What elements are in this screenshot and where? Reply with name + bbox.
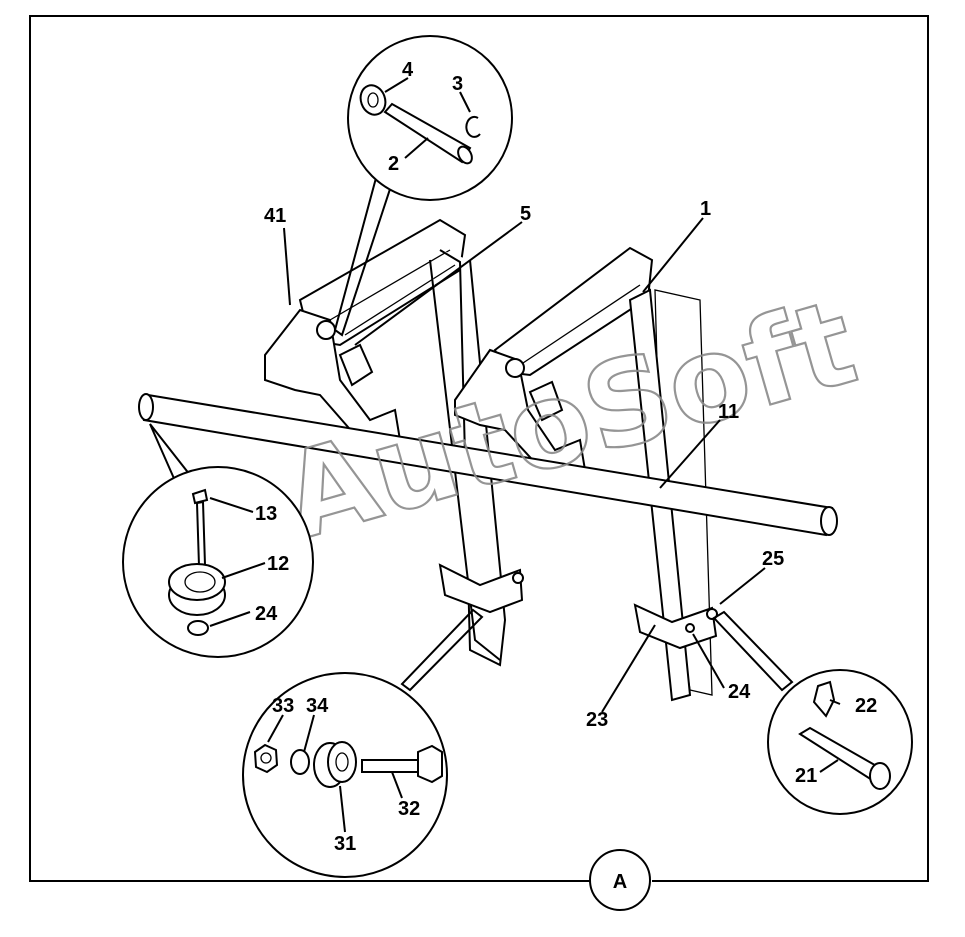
callout-3: 3: [452, 73, 463, 95]
callout-31: 31: [334, 833, 356, 855]
callout-33: 33: [272, 695, 294, 717]
detail-circle-roller: [242, 608, 484, 878]
detail-circle-linch-pin: [712, 610, 913, 815]
callout-labels: 4 3 2 41 5 1 11 13 12 24 25 24 23 22 21 …: [255, 59, 877, 855]
callout-25: 25: [762, 548, 784, 570]
callout-4: 4: [402, 59, 414, 81]
svg-text:A: A: [613, 871, 627, 893]
callout-24-right: 24: [728, 681, 751, 703]
callout-21: 21: [795, 765, 817, 787]
callout-24-left: 24: [255, 603, 278, 625]
leader-lines: [209, 77, 841, 833]
callout-13: 13: [255, 503, 277, 525]
view-a-marker: A: [589, 849, 651, 911]
detail-circle-pin: [333, 35, 513, 337]
callout-11: 11: [718, 401, 739, 423]
callout-34: 34: [306, 695, 329, 717]
callout-12: 12: [267, 553, 289, 575]
callout-2: 2: [388, 153, 399, 175]
callout-41: 41: [264, 205, 286, 227]
callout-5: 5: [520, 203, 531, 225]
callout-22: 22: [855, 695, 877, 717]
linkage-frame: [138, 218, 838, 702]
detail-circle-collar: [122, 423, 314, 658]
callout-32: 32: [398, 798, 420, 820]
callout-1: 1: [700, 198, 711, 220]
callout-23: 23: [586, 709, 608, 731]
diagram-frame: [29, 15, 929, 882]
